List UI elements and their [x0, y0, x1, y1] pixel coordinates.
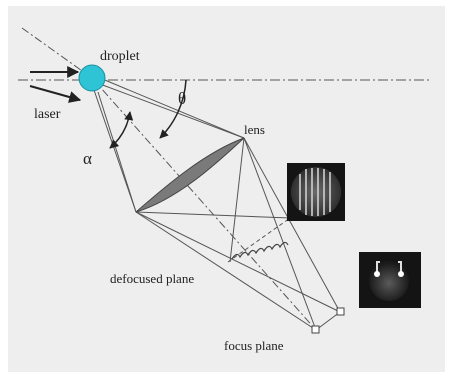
droplet-label: droplet	[100, 49, 140, 64]
laser-arrow-lower	[29, 85, 82, 103]
alpha-label: α	[83, 149, 92, 168]
ray-bundle	[93, 77, 341, 331]
interference-fringes-image	[291, 167, 341, 217]
defocused-plane-line	[227, 217, 291, 263]
oblique-axis-line	[21, 27, 93, 79]
fringe-profile	[231, 241, 289, 260]
laser-label: laser	[34, 107, 61, 122]
theta-label: θ	[178, 89, 186, 108]
defocused-image-inset	[287, 163, 345, 221]
lens	[135, 137, 245, 213]
focused-image-inset	[359, 252, 421, 308]
focused-glare-points-image	[369, 261, 409, 301]
panel-background	[8, 6, 445, 372]
theta-arc	[159, 79, 187, 139]
focus-plane-label: focus plane	[224, 338, 284, 353]
focus-point-marker-lower	[311, 325, 320, 334]
defocused-plane-label: defocused plane	[110, 271, 194, 286]
lens-label: lens	[244, 122, 265, 137]
droplet	[78, 64, 106, 92]
focus-point-marker-upper	[336, 307, 345, 316]
alpha-arc	[109, 111, 134, 149]
